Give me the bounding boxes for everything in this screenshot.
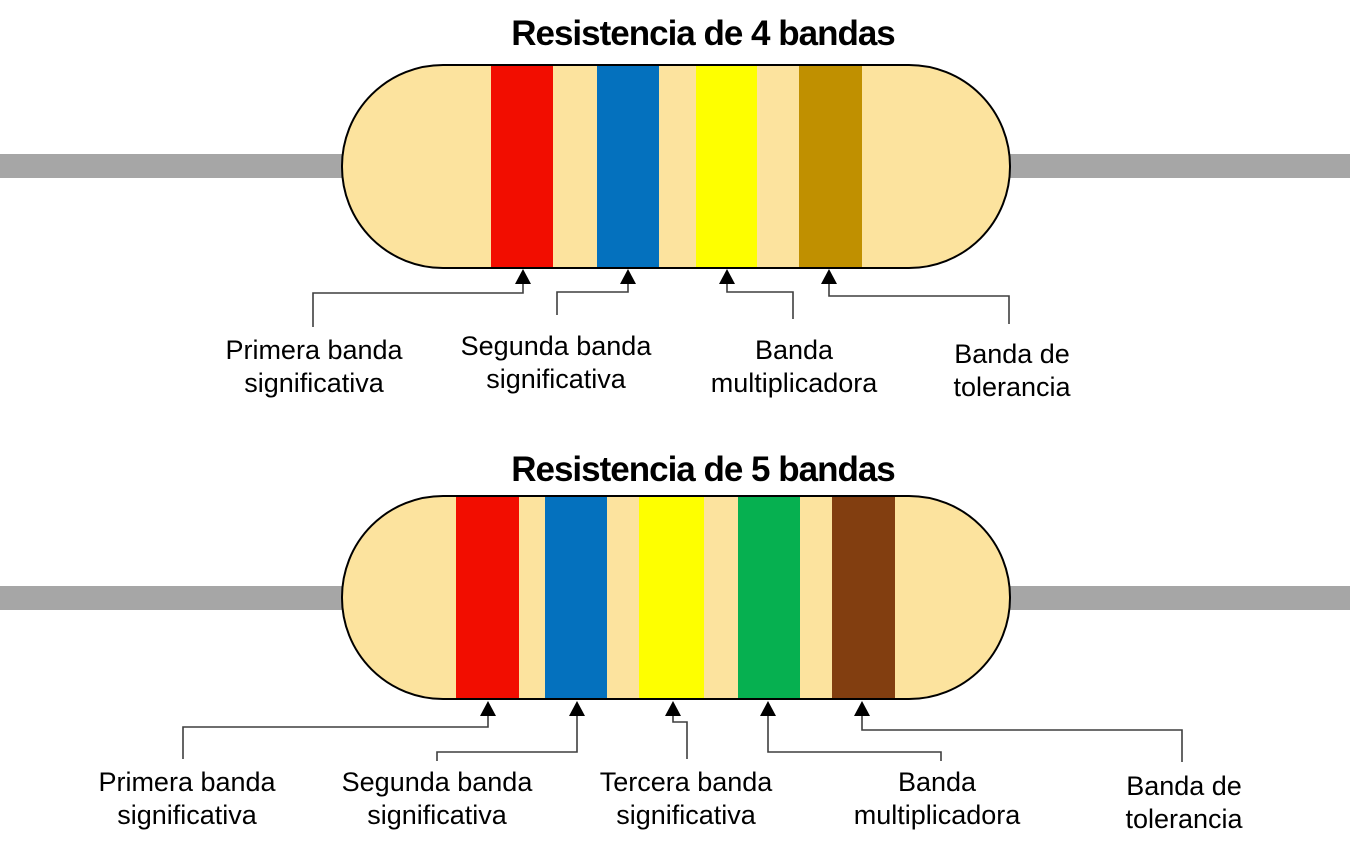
lead-wire-right-r5 — [1007, 586, 1350, 610]
leader-r5-third-band — [672, 715, 688, 759]
resistor-4-body — [341, 64, 1011, 269]
leader-r4-first-band — [312, 283, 524, 327]
arrowhead-icon — [760, 701, 776, 716]
arrowhead-icon — [620, 269, 636, 284]
label-r4-multiplier-band: Banda multiplicadora — [711, 334, 878, 400]
label-line1: Banda de — [954, 339, 1070, 369]
label-line2: significativa — [616, 800, 756, 830]
label-r4-tolerance-band: Banda de tolerancia — [953, 338, 1070, 404]
label-line2: multiplicadora — [710, 368, 878, 398]
band-green — [738, 497, 800, 698]
lead-wire-left-r4 — [0, 154, 344, 178]
band-red — [491, 66, 553, 267]
label-line2: significativa — [117, 800, 257, 830]
arrowhead-icon — [719, 269, 735, 284]
label-line2: significativa — [367, 800, 507, 830]
label-line2: significativa — [486, 364, 626, 394]
label-r5-first-significant-band: Primera banda significativa — [98, 766, 275, 832]
label-r4-first-significant-band: Primera banda significativa — [225, 334, 402, 400]
label-line1: Banda — [897, 767, 977, 797]
leader-r4-second-band — [556, 283, 629, 315]
arrowhead-icon — [665, 701, 681, 716]
band-yellow — [639, 497, 704, 698]
label-line1: Banda de — [1126, 771, 1242, 801]
leader-r5-second-band — [436, 715, 578, 761]
arrowhead-icon — [854, 701, 870, 716]
label-line1: Primera banda — [225, 335, 403, 365]
label-line1: Banda — [754, 335, 834, 365]
arrowhead-icon — [821, 269, 837, 284]
lead-wire-right-r4 — [1007, 154, 1350, 178]
arrowhead-icon — [480, 701, 496, 716]
band-dark-gold — [799, 66, 862, 267]
arrowhead-icon — [569, 701, 585, 716]
label-r5-multiplier-band: Banda multiplicadora — [854, 766, 1021, 832]
label-r4-second-significant-band: Segunda banda significativa — [461, 330, 652, 396]
band-red — [456, 497, 519, 698]
label-line1: Segunda banda — [341, 767, 533, 797]
band-blue — [597, 66, 659, 267]
label-line2: significativa — [244, 368, 384, 398]
label-line2: tolerancia — [953, 372, 1071, 402]
leader-r5-first-band — [182, 715, 489, 759]
leader-r4-tolerance-band — [828, 283, 1010, 324]
label-line1: Tercera banda — [599, 767, 773, 797]
resistor-4-title: Resistencia de 4 bandas — [511, 14, 896, 53]
label-r5-tolerance-band: Banda de tolerancia — [1125, 770, 1242, 836]
label-line1: Segunda banda — [460, 331, 652, 361]
label-r5-third-significant-band: Tercera banda significativa — [600, 766, 773, 832]
label-line2: tolerancia — [1125, 804, 1243, 834]
leader-r4-multiplier-band — [726, 283, 794, 319]
resistor-5-title: Resistencia de 5 bandas — [511, 450, 896, 489]
leader-r5-tolerance-band — [861, 715, 1183, 762]
arrowhead-icon — [515, 269, 531, 284]
resistor-5-body — [341, 495, 1011, 700]
label-line2: multiplicadora — [853, 800, 1021, 830]
leader-r5-multiplier-band — [767, 715, 942, 761]
band-brown — [832, 497, 895, 698]
band-yellow — [696, 66, 757, 267]
band-blue — [545, 497, 607, 698]
label-line1: Primera banda — [98, 767, 276, 797]
lead-wire-left-r5 — [0, 586, 344, 610]
label-r5-second-significant-band: Segunda banda significativa — [342, 766, 533, 832]
